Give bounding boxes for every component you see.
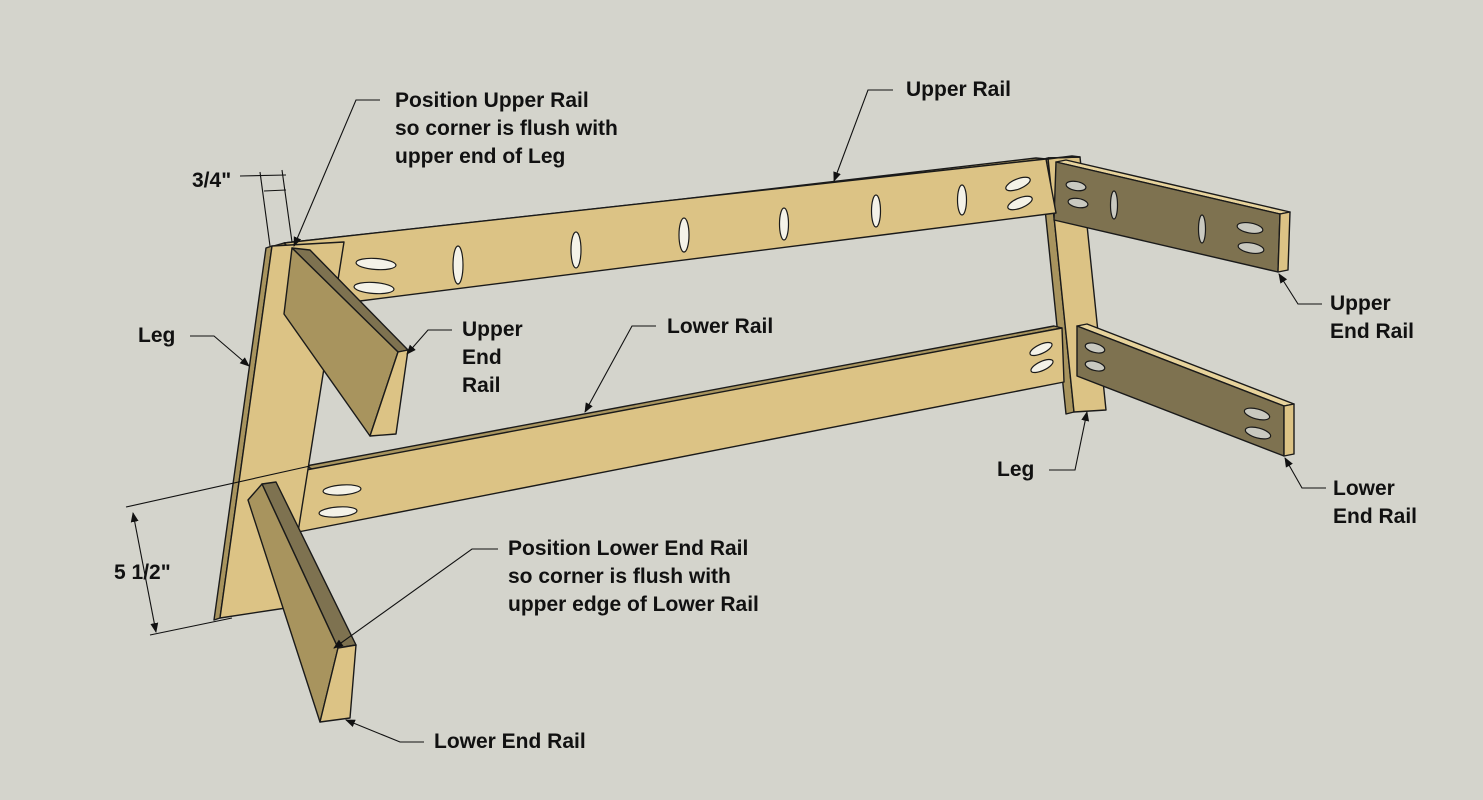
right-lower-end-rail xyxy=(1076,323,1295,457)
label-position-lower-end-rail: Position Lower End Rail so corner is flu… xyxy=(508,537,759,616)
dimension-three-quarter xyxy=(239,169,293,247)
label-lower-rail: Lower Rail xyxy=(667,315,774,338)
leader-lower-end-rail-bottom xyxy=(345,719,424,743)
label-upper-rail: Upper Rail xyxy=(906,78,1012,101)
leader-leg-right xyxy=(1049,411,1090,471)
label-dim-five-half: 5 1/2" xyxy=(114,561,171,584)
left-lower-end-rail xyxy=(247,481,357,723)
left-upper-end-rail xyxy=(283,247,409,437)
label-lower-end-rail-bottom: Lower End Rail xyxy=(434,730,586,753)
leader-leg-left xyxy=(190,335,250,367)
label-leg-left: Leg xyxy=(138,324,176,347)
label-upper-end-rail-right: Upper End Rail xyxy=(1330,292,1415,343)
label-lower-end-rail-right: Lower End Rail xyxy=(1333,477,1418,528)
leader-lines xyxy=(190,89,1326,743)
leader-lower-end-rail-right xyxy=(1284,457,1326,489)
leader-upper-end-rail-right xyxy=(1278,273,1322,305)
leader-lower-rail xyxy=(584,325,656,413)
right-upper-end-rail xyxy=(1053,159,1291,273)
label-upper-end-rail-left: Upper End Rail xyxy=(462,318,523,397)
label-position-upper-rail: Position Upper Rail so corner is flush w… xyxy=(395,89,618,168)
label-dim-three-quarter: 3/4" xyxy=(192,169,232,192)
upper-rail xyxy=(269,157,1057,303)
leader-upper-rail xyxy=(833,89,893,182)
leader-position-upper xyxy=(293,99,380,247)
lower-rail-pocket-holes xyxy=(318,341,1054,518)
upper-rail-pocket-holes xyxy=(353,176,1033,295)
leader-position-lower xyxy=(333,548,498,649)
label-leg-right: Leg xyxy=(997,458,1035,481)
leader-upper-end-rail-left xyxy=(406,329,452,355)
lower-rail xyxy=(297,325,1065,533)
dimension-five-half xyxy=(125,465,311,636)
